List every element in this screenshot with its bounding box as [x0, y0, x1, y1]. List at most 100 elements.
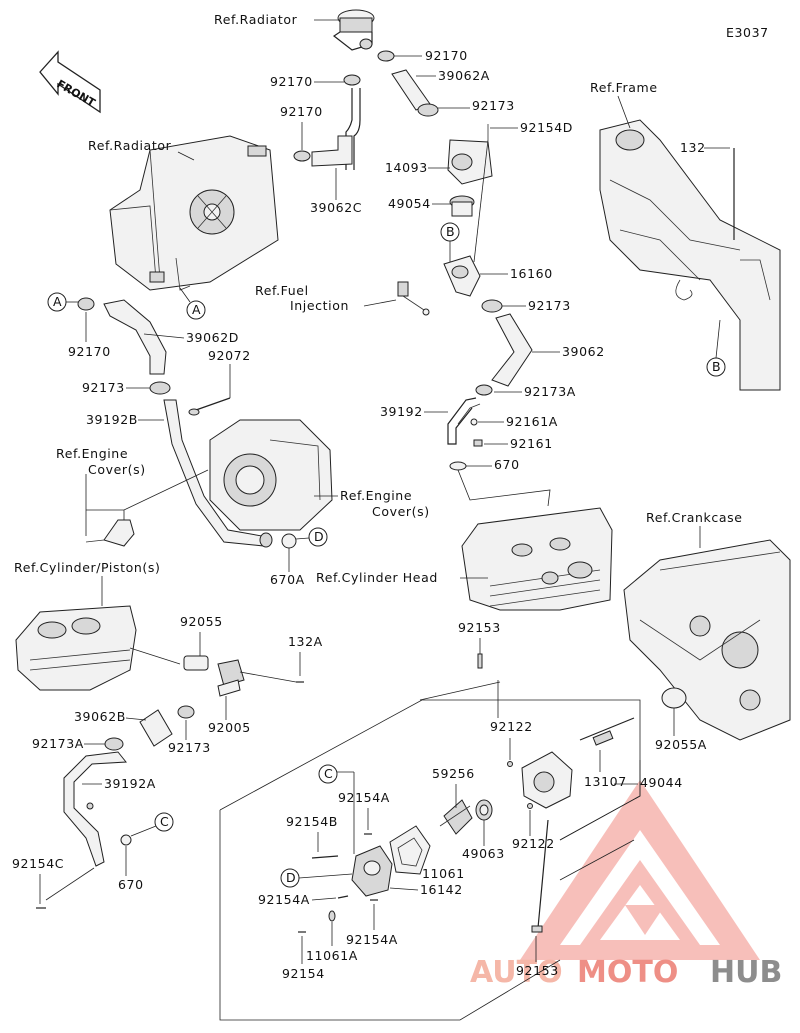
- part-39062C: 39062C: [310, 200, 362, 215]
- bracket: [85, 519, 135, 547]
- part-92173-a: 92173: [472, 98, 515, 113]
- part-92154B: 92154B: [286, 814, 338, 829]
- tag-c-pump-label: C: [324, 766, 333, 781]
- part-92173A-b: 92173A: [32, 736, 84, 751]
- ref-cylinder-head: Ref.Cylinder Head: [316, 570, 438, 585]
- part-670A: 670A: [270, 572, 305, 587]
- tag-c-pump: [318, 764, 338, 784]
- part-92122-b: 92122: [512, 836, 555, 851]
- water-pump-cover: [521, 751, 573, 809]
- part-92170-c: 92170: [280, 104, 323, 119]
- part-92154C: 92154C: [12, 856, 64, 871]
- part-92005: 92005: [208, 720, 251, 735]
- part-49054: 49054: [388, 196, 431, 211]
- pipe-39192A: [63, 751, 127, 867]
- part-16142: 16142: [420, 882, 463, 897]
- hose-39062D: [103, 299, 167, 375]
- ref-fuel-2: Injection: [290, 298, 349, 313]
- fuel-injector-sensor: [397, 281, 430, 316]
- ref-crankcase: Ref.Crankcase: [646, 510, 743, 525]
- part-92154A-c: 92154A: [346, 932, 398, 947]
- mechanical-seal: [475, 799, 493, 821]
- part-13107: 13107: [584, 774, 627, 789]
- thermostat-cover: [447, 139, 493, 185]
- front-arrow-icon: FRONT: [39, 50, 101, 114]
- ref-radiator-top: Ref.Radiator: [214, 12, 298, 27]
- part-92153-a: 92153: [458, 620, 501, 635]
- water-pipe-92005: [217, 659, 245, 697]
- part-92173-d: 92173: [168, 740, 211, 755]
- part-92170-b: 92170: [270, 74, 313, 89]
- part-92154A-b: 92154A: [258, 892, 310, 907]
- part-39192B: 39192B: [86, 412, 138, 427]
- engine-cover: [209, 419, 333, 531]
- diagram-code: E3037: [726, 25, 769, 40]
- part-49044: 49044: [640, 775, 683, 790]
- tag-a-hose-label: A: [53, 294, 62, 309]
- watermark-text-moto: MOTO: [577, 955, 678, 990]
- cylinder-block: [15, 605, 137, 691]
- pump-shaft: [579, 717, 635, 746]
- part-670-b: 670: [118, 877, 144, 892]
- pipe-39192B: [163, 399, 273, 548]
- part-92173-c: 92173: [82, 380, 125, 395]
- hose-39062A: [343, 50, 439, 170]
- part-39192A: 39192A: [104, 776, 156, 791]
- hose-39062C: [311, 135, 353, 167]
- part-49063: 49063: [462, 846, 505, 861]
- part-39062A: 39062A: [438, 68, 490, 83]
- part-132A: 132A: [288, 634, 323, 649]
- thermostat-housing: [443, 255, 481, 297]
- tag-b-top-label: B: [446, 224, 455, 239]
- part-92154A-a: 92154A: [338, 790, 390, 805]
- tag-a-radiator: [186, 300, 206, 320]
- hose-39062: [491, 313, 533, 387]
- crankcase: [623, 539, 791, 741]
- tag-d-pump-label: D: [286, 870, 296, 885]
- gasket: [389, 825, 431, 875]
- part-59256: 59256: [432, 766, 475, 781]
- part-92154: 92154: [282, 966, 325, 981]
- cylinder-head: [461, 507, 613, 611]
- ref-radiator-left: Ref.Radiator: [88, 138, 172, 153]
- bolt-92153: [531, 819, 549, 933]
- tag-c-left: [154, 812, 174, 832]
- part-92170-d: 92170: [68, 344, 111, 359]
- ref-engine-cover-left-2: Cover(s): [88, 462, 146, 477]
- watermark-text-auto: AUTO: [470, 955, 563, 990]
- frame: [599, 119, 781, 391]
- part-11061A: 11061A: [306, 948, 358, 963]
- radiator-cap: [332, 9, 375, 51]
- ref-engine-cover-right-1: Ref.Engine: [340, 488, 412, 503]
- part-11061: 11061: [422, 866, 465, 881]
- ref-engine-cover-right-2: Cover(s): [372, 504, 430, 519]
- ref-fuel-1: Ref.Fuel: [255, 283, 309, 298]
- part-92170-a: 92170: [425, 48, 468, 63]
- pipe-39192: [447, 397, 481, 445]
- part-92153-b: 92153: [516, 963, 559, 978]
- ref-cylinder-piston: Ref.Cylinder/Piston(s): [14, 560, 160, 575]
- part-39062: 39062: [562, 344, 605, 359]
- part-39192: 39192: [380, 404, 423, 419]
- part-670: 670: [494, 457, 520, 472]
- part-92154D: 92154D: [520, 120, 573, 135]
- part-16160: 16160: [510, 266, 553, 281]
- pump-housing: [351, 845, 393, 897]
- tag-a-radiator-label: A: [192, 302, 201, 317]
- ref-frame: Ref.Frame: [590, 80, 658, 95]
- watermark-text-hub: HUB: [710, 955, 782, 990]
- tag-c-left-label: C: [160, 814, 169, 829]
- part-39062D: 39062D: [186, 330, 239, 345]
- thermostat: [449, 195, 475, 217]
- part-14093: 14093: [385, 160, 428, 175]
- part-92161A: 92161A: [506, 414, 558, 429]
- part-92161: 92161: [510, 436, 553, 451]
- tag-b-frame-label: B: [712, 359, 721, 374]
- ref-engine-cover-left-1: Ref.Engine: [56, 446, 128, 461]
- tag-d-left-label: D: [314, 529, 324, 544]
- watermark-logo: [520, 780, 760, 960]
- part-39062B: 39062B: [74, 709, 126, 724]
- part-132: 132: [680, 140, 706, 155]
